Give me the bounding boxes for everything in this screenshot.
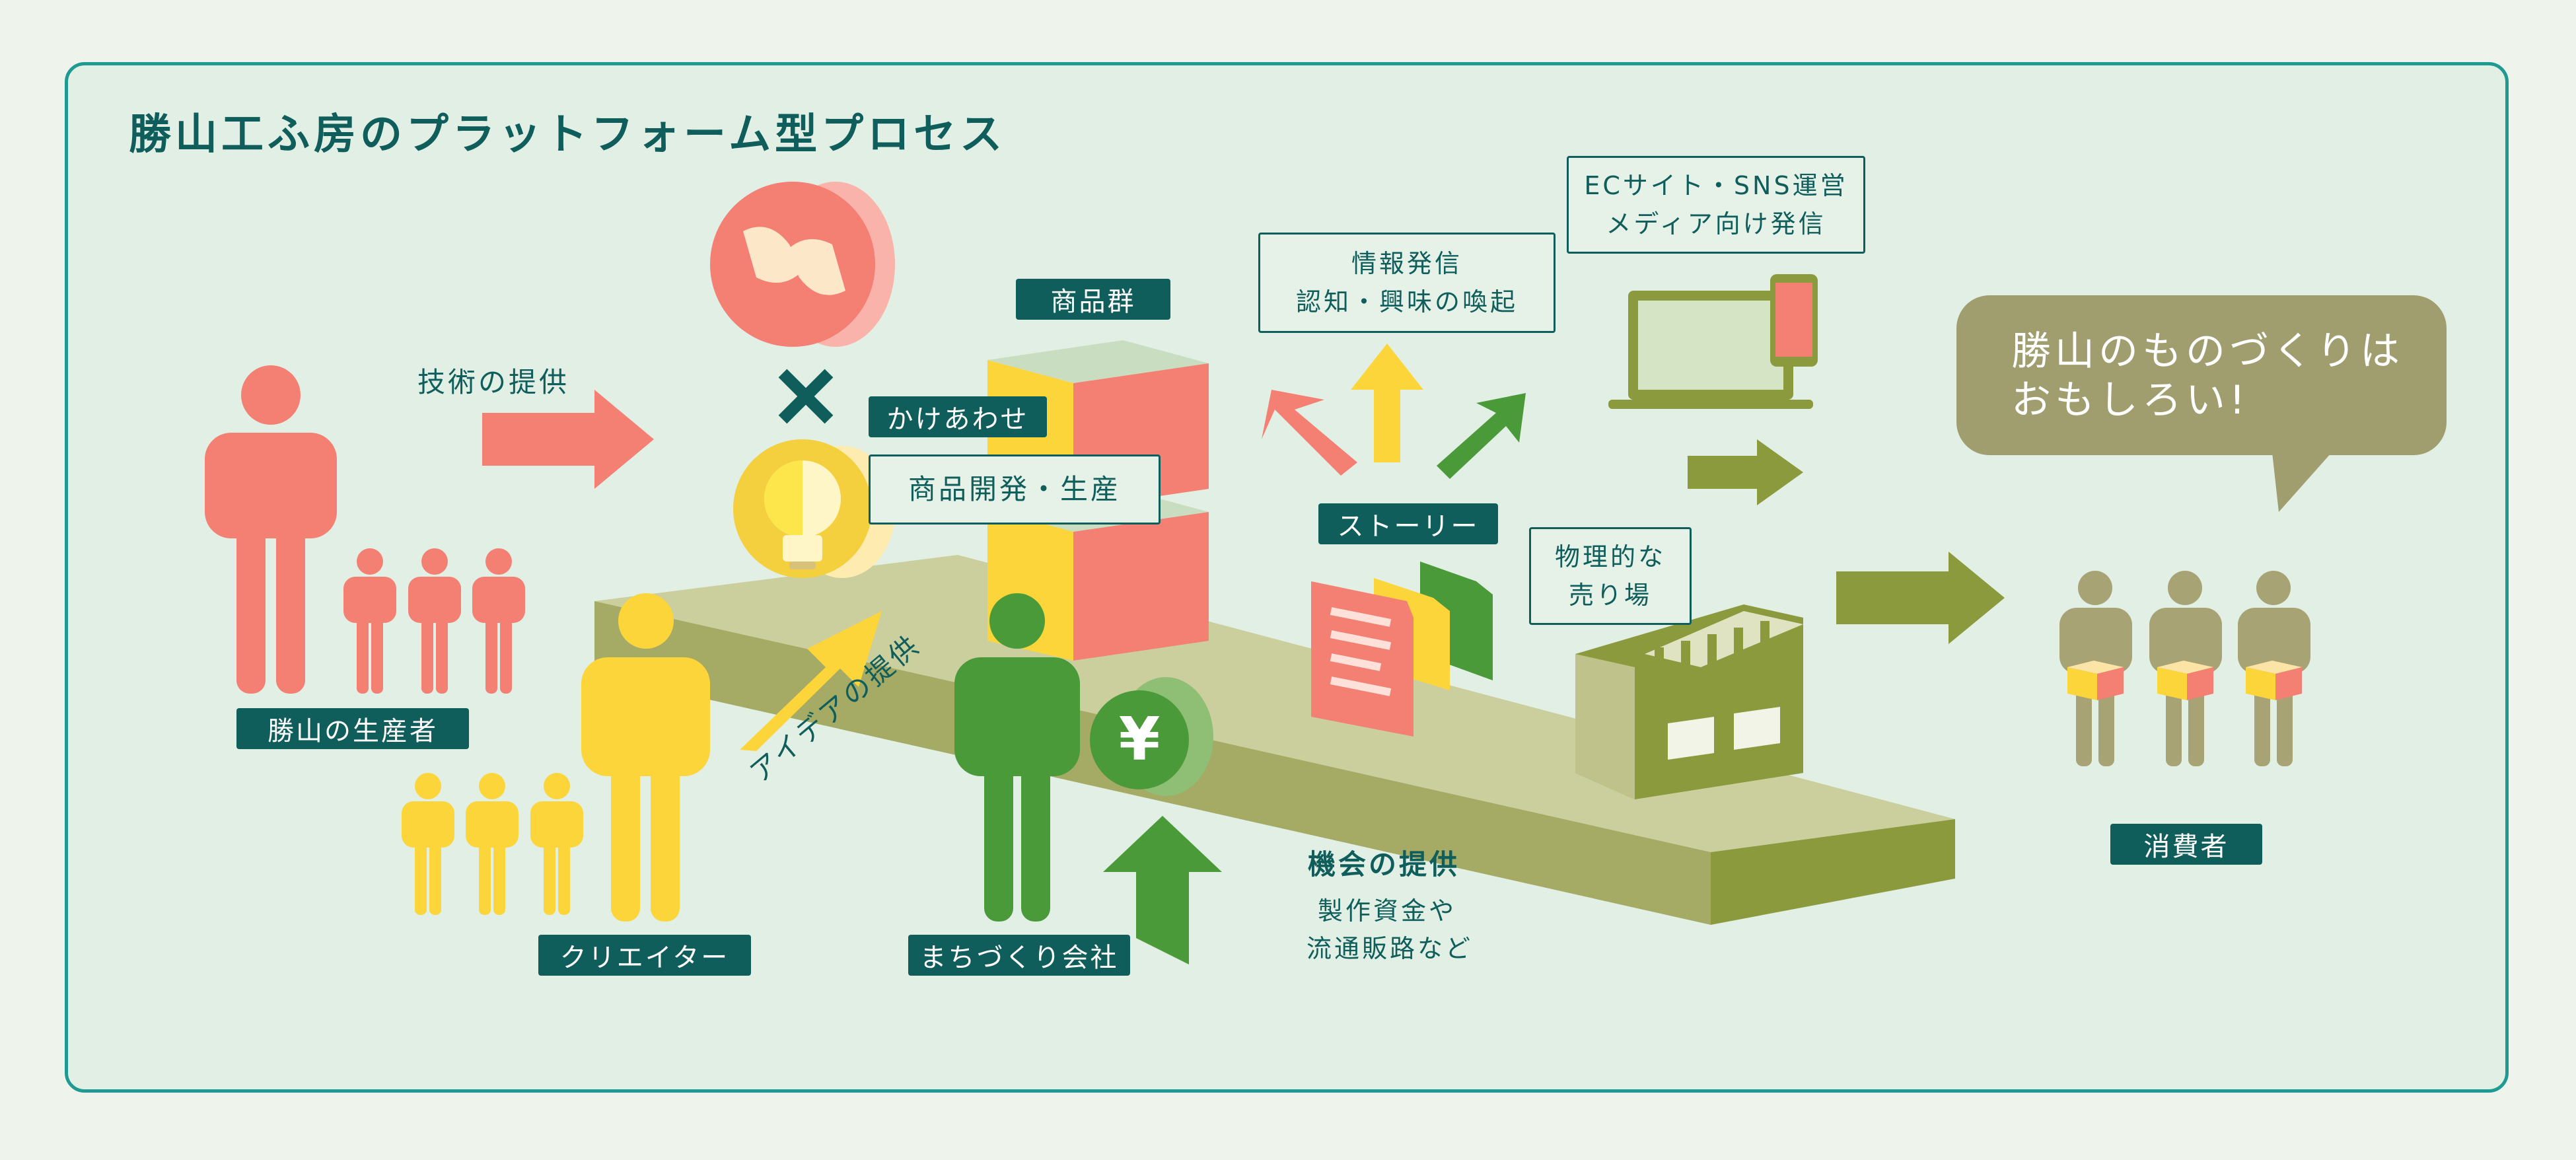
opportunity-sub-line2: 流通販路など [1306,934,1474,963]
creator-figures [402,593,710,922]
ec-line2: メディア向け発信 [1606,209,1826,238]
smartphone-icon [1770,274,1818,367]
consumers-label: 消費者 [2110,824,2262,865]
producers-label: 勝山の生産者 [236,708,469,749]
opportunity-arrow [1103,816,1222,964]
combine-label: かけあわせ [869,396,1047,437]
town-company-label: まちづくり会社 [908,935,1130,976]
development-label: 商品開発・生産 [869,454,1161,525]
info-line1: 情報発信 [1351,249,1462,278]
laptop-icon [1608,291,1813,409]
creators-label: クリエイター [538,935,751,976]
ec-label: ECサイト・SNS運営 メディア向け発信 [1567,156,1865,254]
tech-arrow-label: 技術の提供 [417,366,570,398]
info-line2: 認知・興味の喚起 [1295,287,1518,316]
consumer-figures [2059,571,2310,766]
ec-arrow [1688,439,1803,505]
info-label: 情報発信 認知・興味の喚起 [1258,233,1556,333]
times-icon [778,369,834,424]
physical-store-line1: 物理的な [1554,542,1666,571]
story-arrows [1262,344,1526,479]
idea-arrow [740,611,882,751]
physical-store-label: 物理的な 売り場 [1529,527,1692,625]
ec-line1: ECサイト・SNS運営 [1584,171,1848,200]
opportunity-sub-line1: 製作資金や [1318,896,1457,925]
company-figure [954,593,1080,922]
yen-coin-icon: ¥ [1090,677,1213,796]
tech-arrow [482,390,654,489]
document-icons [1311,562,1493,737]
yen-symbol: ¥ [1119,705,1161,774]
speech-line2: おもしろい! [2011,377,2250,423]
store-icon [1575,604,1803,799]
lightbulb-icon [733,439,895,578]
producer-figures [205,365,525,694]
opportunity-label: 機会の提供 [1308,848,1460,881]
speech-line1: 勝山のものづくりは [2011,328,2404,375]
speech-bubble [1956,295,2447,512]
physical-store-line2: 売り場 [1568,581,1652,610]
story-label: ストーリー [1318,503,1498,544]
consumer-arrow [1836,552,2005,644]
hands-icon [710,182,895,347]
development-text: 商品開発・生産 [908,473,1121,505]
speech-text: 勝山のものづくりは おもしろい! [2011,327,2404,425]
page-title: 勝山工ふ房のプラットフォーム型プロセス [129,110,1007,159]
products-label: 商品群 [1016,279,1170,320]
